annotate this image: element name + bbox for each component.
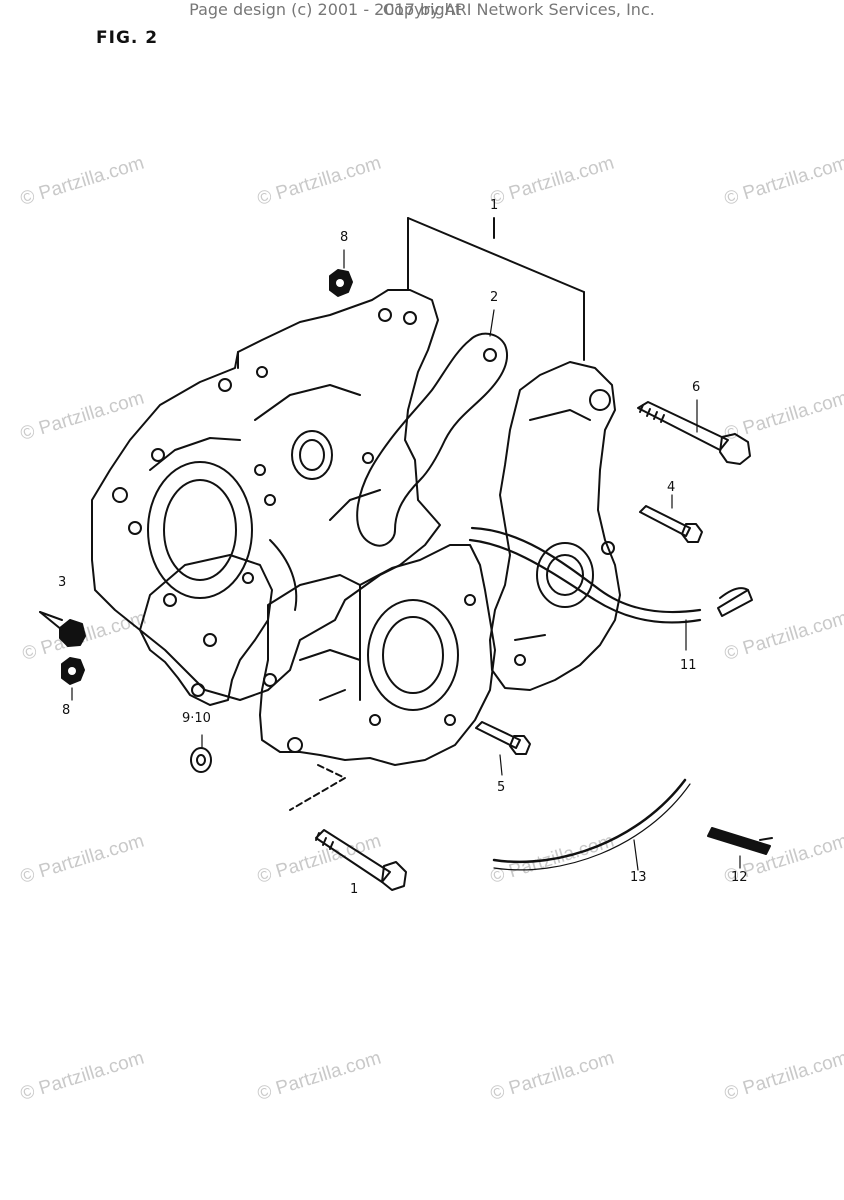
callout-8-top: 8 (340, 230, 349, 245)
figure-title: FIG. 2 (96, 28, 159, 48)
leader-bracket-1 (407, 217, 585, 361)
bearing-bore-right (367, 599, 459, 711)
callout-leaders (71, 249, 741, 871)
bolt-part-4 (639, 505, 703, 543)
side-gasket (139, 554, 273, 706)
callout-1-top: 1 (490, 198, 499, 213)
callout-11: 11 (680, 658, 697, 673)
callout-13: 13 (630, 870, 647, 885)
callout-8-bottom: 8 (62, 703, 71, 718)
bearing-bore-left (147, 461, 253, 599)
nut-part-8-top (329, 269, 353, 297)
callout-6: 6 (692, 380, 701, 395)
crankcase-gasket (356, 332, 508, 547)
callout-2: 2 (490, 290, 499, 305)
callout-5: 5 (497, 780, 506, 795)
bolt-part-1-bottom (315, 829, 407, 891)
crankcase-left-half (91, 289, 441, 701)
washer-part-9-10 (190, 747, 212, 773)
crankcase-rear-section (489, 361, 621, 691)
callout-9-10: 9·10 (182, 711, 211, 726)
hose-part-11 (468, 526, 753, 624)
dashed-leader (289, 764, 346, 811)
callout-12: 12 (731, 870, 748, 885)
crankcase-right-half (259, 544, 496, 766)
washer-part-3 (39, 611, 86, 647)
bolt-part-5 (475, 721, 531, 755)
callout-3: 3 (58, 575, 67, 590)
footer-copyright: Copyright (382, 0, 462, 19)
tube-part-13 (492, 778, 691, 871)
footer-page-design: Page design (c) 2001 - 2017 by ARI Netwo… (189, 0, 655, 19)
nut-part-8-bottom (61, 657, 85, 685)
callout-1-bottom: 1 (350, 882, 359, 897)
oil-seal (291, 430, 333, 480)
bolt-part-6 (637, 401, 751, 465)
clip-part-12 (707, 827, 773, 855)
callout-4: 4 (667, 480, 676, 495)
